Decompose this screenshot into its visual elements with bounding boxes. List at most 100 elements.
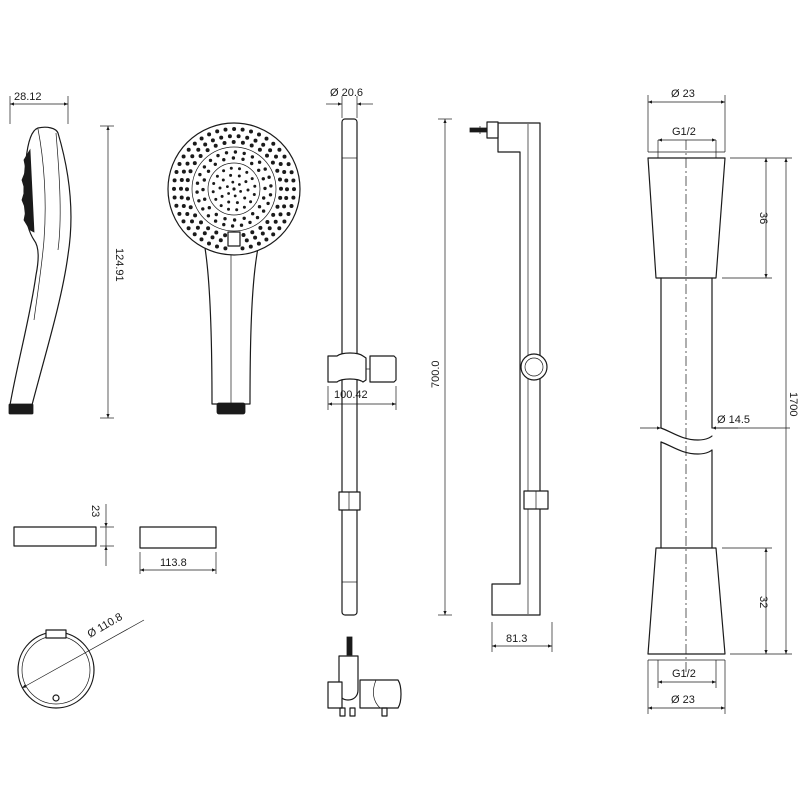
nozzle <box>202 231 207 236</box>
nozzle <box>221 178 225 182</box>
nozzle <box>202 178 206 182</box>
nozzle <box>239 223 244 227</box>
dimension-handshower-length: 124.91 <box>100 125 125 419</box>
nozzle <box>201 187 205 192</box>
nozzle <box>181 219 186 224</box>
nozzle <box>292 187 296 192</box>
nozzle <box>177 211 182 216</box>
nozzle <box>277 147 282 152</box>
nozzle <box>219 135 224 140</box>
nozzle <box>227 192 231 195</box>
nozzle <box>243 196 247 200</box>
nozzle <box>206 226 211 231</box>
nozzle <box>232 187 236 191</box>
nozzle <box>215 174 219 178</box>
nozzle <box>198 172 202 177</box>
nozzle <box>185 212 190 216</box>
nozzle <box>213 162 217 166</box>
nozzle <box>284 196 289 200</box>
nozzle <box>233 150 238 154</box>
nozzle <box>195 190 199 194</box>
nozzle <box>263 186 267 191</box>
nozzle <box>282 170 287 174</box>
nozzle <box>250 230 255 235</box>
dimension-handshower-width: 28.12 <box>9 91 69 124</box>
nozzle <box>223 233 228 238</box>
nozzle <box>198 154 203 158</box>
nozzle <box>237 174 241 178</box>
nozzle <box>244 238 249 243</box>
dim-label-base-diameter: Ø 110.8 <box>86 611 125 641</box>
nozzle <box>195 225 200 230</box>
nozzle <box>222 158 226 162</box>
nozzle <box>245 170 249 174</box>
nozzle <box>177 162 182 166</box>
nozzle <box>218 238 223 243</box>
nozzle <box>195 181 200 185</box>
nozzle <box>193 213 198 218</box>
nozzle <box>227 134 232 139</box>
nozzle <box>275 204 280 209</box>
nozzle <box>277 226 282 231</box>
nozzle <box>222 169 226 173</box>
nozzle <box>229 166 233 170</box>
dim-label-hose-thread-top: G1/2 <box>672 126 696 138</box>
nozzle <box>235 208 239 212</box>
nozzle <box>227 207 230 211</box>
nozzle <box>174 203 179 208</box>
nozzle <box>197 199 201 203</box>
dimension-rail-length: 700.0 <box>430 118 452 616</box>
nozzle <box>270 160 275 165</box>
nozzle <box>230 224 235 228</box>
nozzle <box>186 147 191 152</box>
nozzle <box>291 195 296 200</box>
nozzle <box>250 177 254 181</box>
nozzle <box>231 156 236 160</box>
nozzle <box>255 215 260 220</box>
nozzle <box>218 186 222 190</box>
handshower-side-view <box>8 126 72 415</box>
dim-label-base-width: 113.8 <box>160 557 187 569</box>
dimension-hose-body: Ø 14.5 <box>640 414 790 430</box>
nozzle <box>214 212 218 217</box>
nozzle <box>274 154 278 159</box>
nozzle <box>226 185 229 189</box>
dim-label-handshower-length: 124.91 <box>113 248 125 282</box>
nozzle <box>267 175 271 179</box>
nozzle <box>285 187 289 192</box>
dimension-hose-bottom: G1/2 Ø 23 <box>647 660 726 714</box>
nozzle <box>238 183 241 186</box>
dimension-slider-reach: 100.42 <box>327 386 397 410</box>
nozzle <box>210 138 215 143</box>
nozzle <box>244 180 248 184</box>
nozzle <box>266 201 270 206</box>
nozzle <box>271 232 276 237</box>
nozzle <box>268 193 273 197</box>
nozzle <box>207 132 212 137</box>
nozzle <box>181 154 186 159</box>
nozzle <box>206 214 211 218</box>
nozzle <box>232 218 237 222</box>
nozzle <box>188 205 193 210</box>
wall-flange-front: 113.8 <box>139 526 217 574</box>
nozzle <box>231 140 236 144</box>
nozzle <box>250 155 255 159</box>
rail-side-view <box>469 121 549 616</box>
nozzle <box>265 220 270 224</box>
nozzle <box>286 162 291 167</box>
nozzle <box>190 154 195 159</box>
nozzle <box>253 138 258 143</box>
nozzle <box>246 188 250 192</box>
nozzle <box>207 206 211 210</box>
nozzle <box>179 186 183 191</box>
nozzle <box>223 127 228 132</box>
nozzle <box>192 232 197 237</box>
nozzle <box>185 178 190 183</box>
nozzle <box>269 184 273 188</box>
nozzle <box>242 205 246 209</box>
nozzle <box>223 217 227 221</box>
nozzle <box>257 147 262 152</box>
nozzle <box>206 169 211 173</box>
nozzle <box>215 244 219 249</box>
